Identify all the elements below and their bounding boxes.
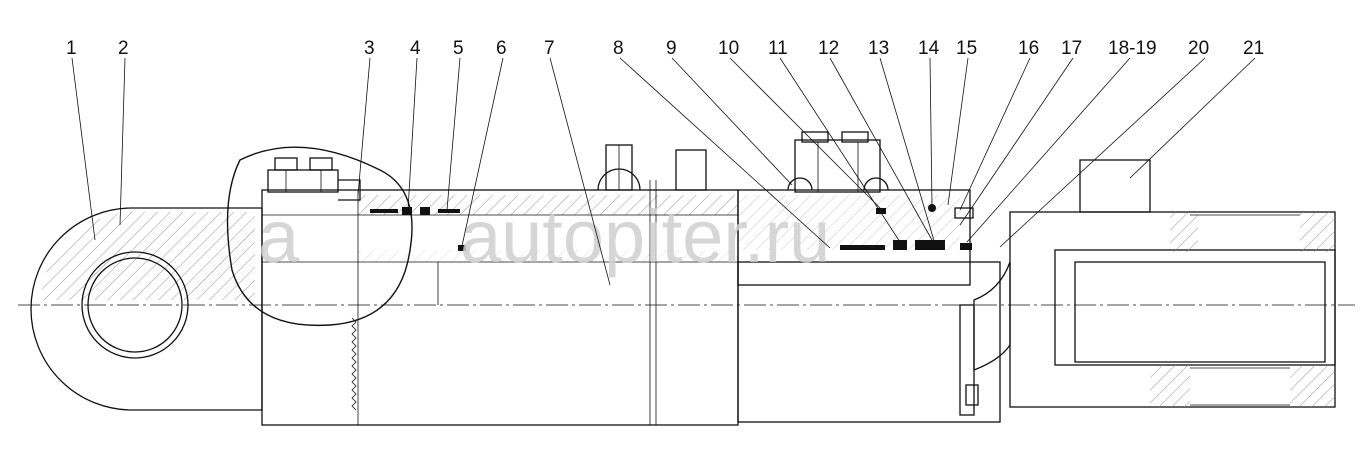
callout-17: 17 <box>1061 38 1082 59</box>
eye-end <box>30 207 263 411</box>
callout-15: 15 <box>956 38 977 59</box>
gland-assembly <box>737 131 974 286</box>
callout-1: 1 <box>66 38 77 59</box>
rod-end-clevis <box>1009 159 1336 408</box>
callout-21: 21 <box>1243 38 1264 59</box>
callout-11: 11 <box>768 38 788 59</box>
callout-7: 7 <box>544 38 555 59</box>
callout-20: 20 <box>1188 38 1209 59</box>
callout-9: 9 <box>666 38 677 59</box>
callout-8: 8 <box>613 38 624 59</box>
piston-rod <box>737 261 1011 423</box>
seals-left <box>370 207 466 251</box>
callout-13: 13 <box>868 38 889 59</box>
callout-14: 14 <box>918 38 940 59</box>
port-right <box>675 149 707 191</box>
port-left <box>597 144 641 191</box>
callout-16: 16 <box>1018 38 1039 59</box>
callout-6: 6 <box>496 38 507 59</box>
callouts: 1 2 3 4 5 6 7 8 9 10 11 12 13 14 15 16 1… <box>66 38 1264 59</box>
callout-5: 5 <box>453 38 464 59</box>
callout-3: 3 <box>364 38 375 59</box>
leader-lines <box>71 57 1256 286</box>
callout-2: 2 <box>118 38 129 59</box>
callout-18-19: 18-19 <box>1108 38 1157 59</box>
callout-12: 12 <box>818 38 839 59</box>
watermark: a autopiter.ru <box>226 146 830 327</box>
head-bolts-left <box>267 157 361 201</box>
watermark-text: autopiter.ru <box>460 195 830 278</box>
watermark-logo-letter: a <box>258 195 300 278</box>
callout-4: 4 <box>410 38 421 59</box>
callout-10: 10 <box>718 38 739 59</box>
